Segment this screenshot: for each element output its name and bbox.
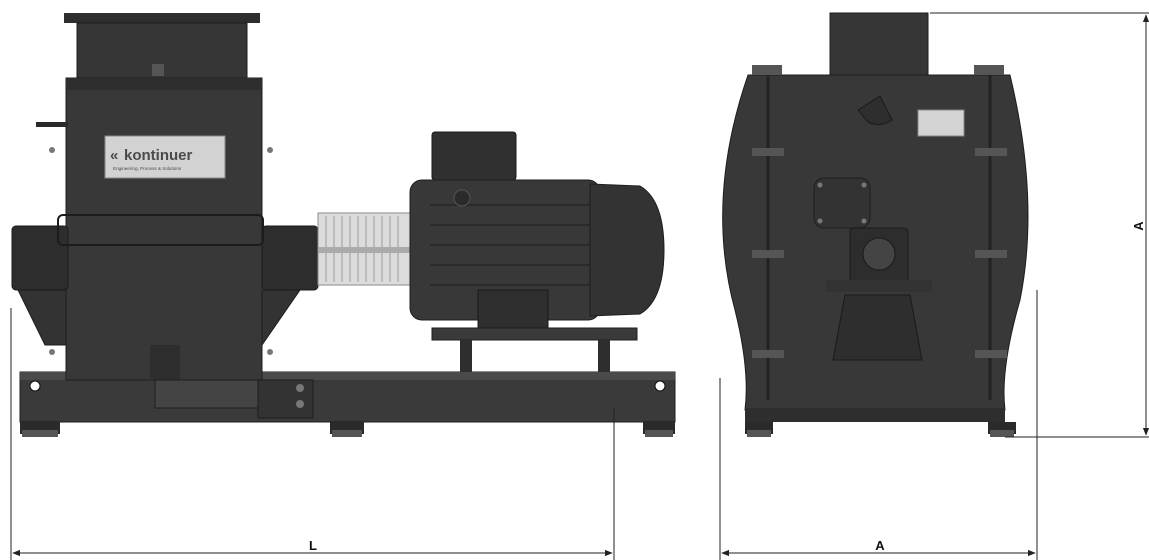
logo-chevrons: « [110, 147, 118, 164]
coupling-guard [317, 212, 411, 286]
inlet-hopper [64, 13, 260, 79]
length-label: L [309, 538, 317, 553]
height-dimension: A [930, 12, 1149, 438]
front-outlet [832, 294, 923, 361]
front-bearing [826, 227, 932, 292]
door-hinges [766, 75, 992, 400]
height-label: A [1131, 221, 1146, 231]
inspection-cover [813, 177, 871, 229]
width-label: A [875, 538, 885, 553]
side-view: « kontinuer Engineering, Process & Solut… [10, 13, 676, 560]
base-frame [19, 371, 676, 437]
logo-tagline: Engineering, Process & Solutions [113, 166, 182, 171]
front-view: A A [719, 12, 1149, 560]
electric-motor [409, 131, 665, 372]
front-data-plate [917, 109, 965, 137]
hinge-clamps [752, 65, 1007, 358]
width-dimension: A [719, 290, 1038, 560]
mill-housing [11, 77, 319, 419]
company-logo-plate: « kontinuer Engineering, Process & Solut… [104, 135, 226, 179]
front-inlet [829, 12, 929, 76]
logo-name: kontinuer [124, 147, 192, 164]
front-lever [857, 95, 893, 126]
front-base [745, 408, 1005, 422]
length-dimension: L [10, 308, 615, 560]
